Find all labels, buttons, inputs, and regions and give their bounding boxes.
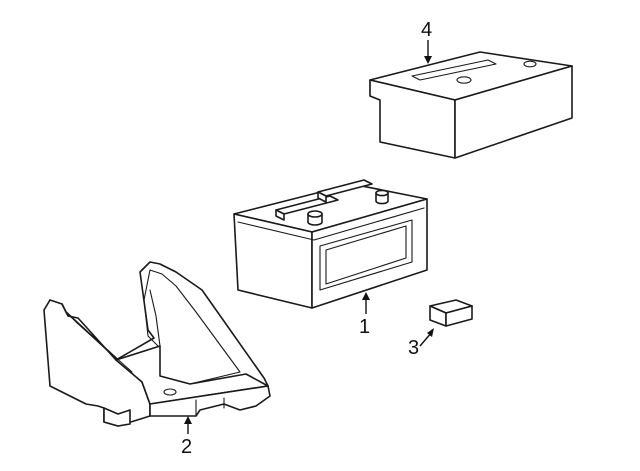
battery-cover bbox=[369, 51, 573, 159]
hold-down-block bbox=[429, 299, 473, 327]
callout-2: 2 bbox=[181, 416, 192, 458]
callout-1: 1 bbox=[359, 292, 370, 338]
callout-label-2: 2 bbox=[181, 436, 192, 458]
callout-label-1: 1 bbox=[359, 316, 370, 338]
callout-label-3: 3 bbox=[408, 337, 419, 359]
callout-4: 4 bbox=[421, 19, 432, 64]
callout-3: 3 bbox=[408, 328, 434, 359]
battery-tray bbox=[43, 261, 271, 427]
callout-label-4: 4 bbox=[421, 19, 432, 41]
battery bbox=[233, 179, 428, 309]
